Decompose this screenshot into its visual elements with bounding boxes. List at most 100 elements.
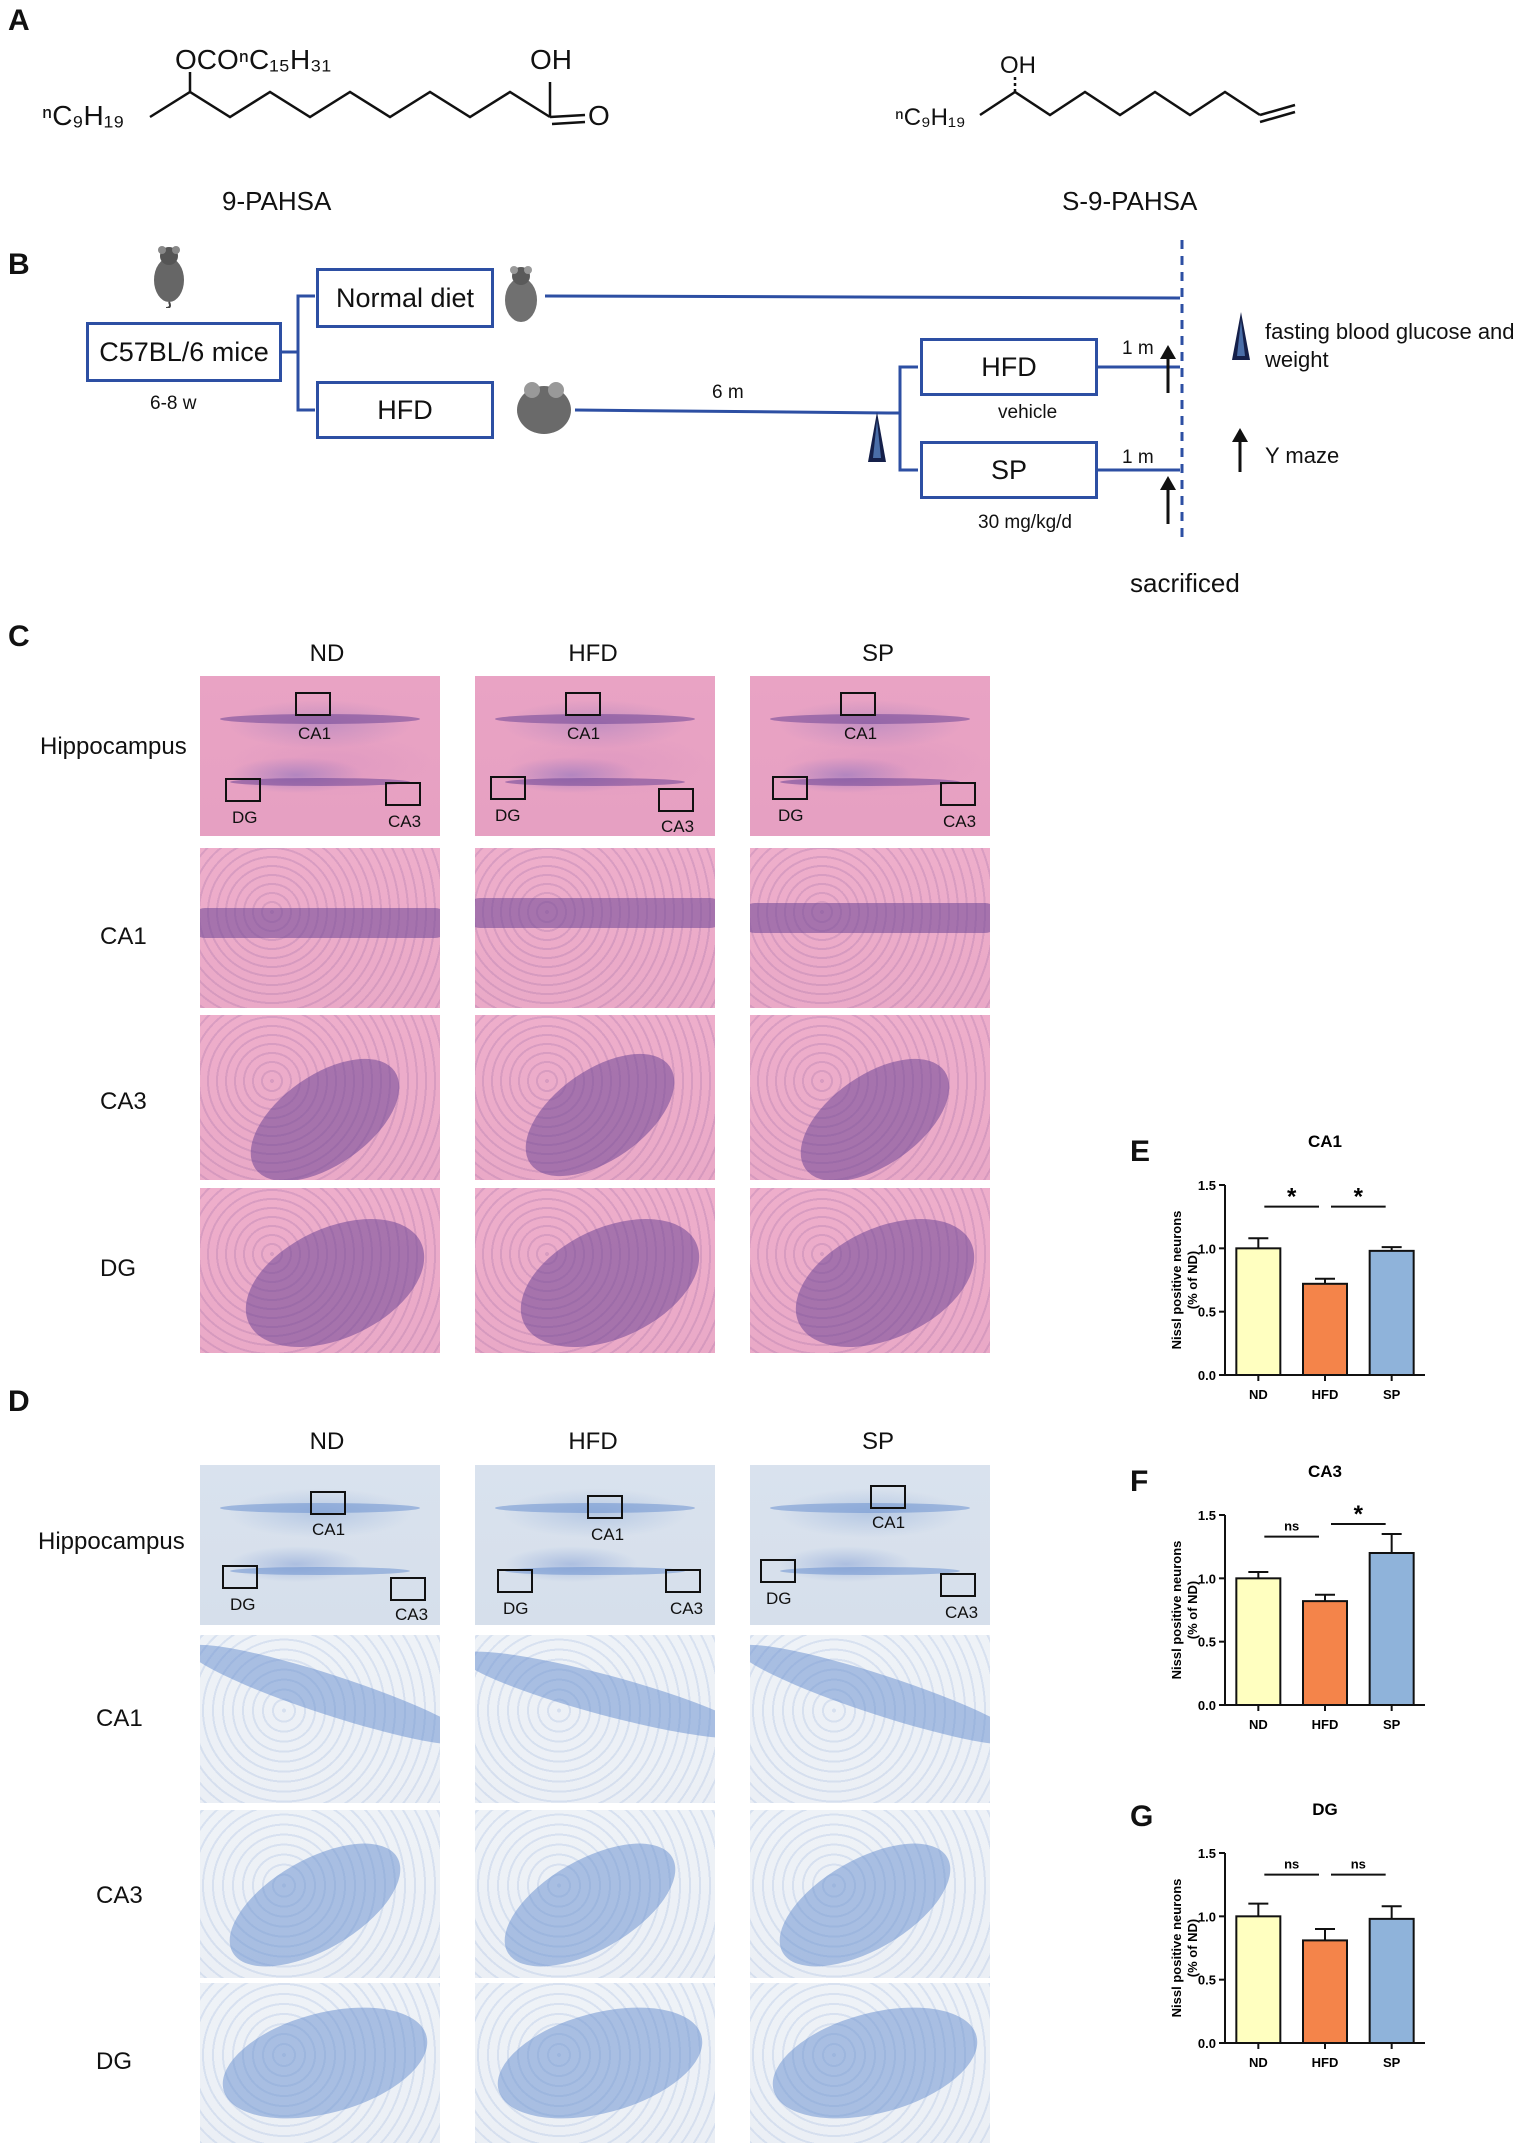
region-label-dg: DG [503, 1599, 529, 1618]
y-tick-label: 1.0 [1198, 1241, 1216, 1256]
y-tick-label: 0.5 [1198, 1635, 1216, 1650]
he-overview-nd: CA1 DG CA3 [200, 676, 440, 836]
hfd-vehicle-label: vehicle [998, 402, 1058, 423]
nissl-dg-hfd [475, 1983, 715, 2143]
panel-label-c: C [8, 620, 30, 653]
d-col-nd: ND [309, 1428, 345, 1455]
bar [1368, 1917, 1415, 2044]
x-tick-label: HFD [1312, 1717, 1339, 1732]
region-label-ca3: CA3 [945, 1603, 979, 1622]
d-row-hippocampus: Hippocampus [38, 1528, 185, 1555]
y-axis-label-line: Nissl positive neurons [1170, 1541, 1184, 1680]
hfd-box: HFD [316, 381, 494, 439]
bar [1302, 1282, 1348, 1376]
y-axis-label-line: (% of ND) [1185, 1581, 1200, 1640]
x-tick-label: HFD [1312, 1387, 1339, 1402]
d-row-ca1: CA1 [96, 1705, 143, 1732]
mouse-icon-svg [505, 266, 537, 322]
bar [1235, 1247, 1282, 1376]
chain-c9h19-s: ⁿC₉H₁₉ [895, 104, 966, 131]
region-label-ca1: CA1 [312, 1520, 346, 1539]
panel-label-a: A [8, 4, 30, 37]
y-axis-label-line: Nissl positive neurons [1170, 1211, 1184, 1350]
region-label-dg: DG [495, 806, 521, 825]
nissl-overview-hfd: CA1 DG CA3 [475, 1465, 715, 1625]
c-row-hippocampus: Hippocampus [40, 733, 187, 760]
he-ca1-nd [200, 848, 440, 1008]
nissl-ca3-nd [200, 1810, 440, 1978]
y-tick-label: 1.5 [1198, 1508, 1216, 1523]
nissl-dg-sp [750, 1983, 990, 2143]
chain-c9h19: ⁿC₉H₁₉ [42, 100, 125, 131]
he-ca1-sp [750, 848, 990, 1008]
y-tick-label: 0.0 [1198, 2036, 1216, 2051]
y-tick-label: 0.0 [1198, 1368, 1216, 1383]
mouse-icon [498, 264, 544, 331]
d-col-sp: SP [861, 1428, 894, 1455]
he-overview-sp: CA1 DG CA3 [750, 676, 990, 836]
c-col-nd: ND [309, 640, 345, 667]
nissl-ca3-sp [750, 1810, 990, 1978]
mouse-icon [148, 244, 190, 313]
molecule-9-pahsa-skeleton [149, 72, 586, 126]
molecule-s-9-pahsa-skeleton [979, 76, 1296, 124]
region-label-dg: DG [778, 806, 804, 825]
significance-label: ns [1351, 1857, 1366, 1872]
y-tick-label: 1.0 [1198, 1909, 1216, 1924]
y-axis-label: Nissl positive neurons(% of ND) [1170, 1211, 1200, 1350]
region-label-ca3: CA3 [943, 812, 977, 831]
he-dg-sp [750, 1188, 990, 1353]
chart-title: CA1 [1308, 1132, 1342, 1151]
he-ca3-nd [200, 1015, 440, 1180]
he-dg-hfd [475, 1188, 715, 1353]
nissl-overview-sp: CA1 DG CA3 [750, 1465, 990, 1625]
d-col-hfd: HFD [568, 1428, 618, 1455]
panel-label-g: G [1130, 1800, 1154, 1833]
mice-box: C57BL/6 mice [86, 322, 282, 382]
x-tick-label: ND [1249, 1717, 1268, 1732]
y-tick-label: 1.5 [1198, 1846, 1216, 1861]
normal-diet-box: Normal diet [316, 268, 494, 328]
he-ca3-hfd [475, 1015, 715, 1180]
region-label-ca1: CA1 [567, 724, 601, 743]
duration-6m: 6 m [712, 382, 744, 403]
bar [1235, 1577, 1282, 1706]
x-tick-label: SP [1383, 1387, 1401, 1402]
x-tick-label: HFD [1312, 2055, 1339, 2070]
molecule-name-9-pahsa: 9-PAHSA [222, 186, 332, 216]
y-axis-label: Nissl positive neurons(% of ND) [1170, 1541, 1200, 1680]
panel-label-f: F [1130, 1465, 1149, 1498]
region-label-ca1: CA1 [844, 724, 878, 743]
d-row-ca3: CA3 [96, 1882, 143, 1909]
y-tick-label: 1.5 [1198, 1178, 1216, 1193]
mice-age: 6-8 w [150, 393, 197, 414]
mouse-icon-svg [154, 246, 184, 309]
y-axis-label: Nissl positive neurons(% of ND) [1170, 1879, 1200, 2018]
region-label-ca3: CA3 [661, 817, 695, 836]
y-axis-label-line: Nissl positive neurons [1170, 1879, 1184, 2018]
sp-dose-label: 30 mg/kg/d [978, 512, 1072, 533]
x-tick-label: SP [1383, 2055, 1401, 2070]
significance-label: ns [1284, 1857, 1299, 1872]
panel-label-d: D [8, 1385, 30, 1418]
mouse-icon-svg [517, 382, 571, 434]
bar [1235, 1915, 1282, 2044]
ymaze-arrow-svg [1160, 345, 1176, 393]
significance-label: * [1354, 1184, 1364, 1211]
mouse-icon [510, 378, 576, 443]
region-label-ca3: CA3 [395, 1605, 429, 1624]
chart-title: DG [1312, 1800, 1338, 1819]
nissl-ca1-hfd [475, 1635, 715, 1803]
hfd-vehicle-box: HFD [920, 338, 1098, 396]
significance-label: ns [1284, 1519, 1299, 1534]
y-tick-label: 1.0 [1198, 1571, 1216, 1586]
c-row-dg: DG [100, 1255, 136, 1282]
y-axis-label-line: (% of ND) [1185, 1919, 1200, 1978]
sp-box: SP [920, 441, 1098, 499]
region-label-ca3: CA3 [388, 812, 422, 831]
he-overview-hfd: CA1 DG CA3 [475, 676, 715, 836]
y-tick-label: 0.0 [1198, 1698, 1216, 1713]
